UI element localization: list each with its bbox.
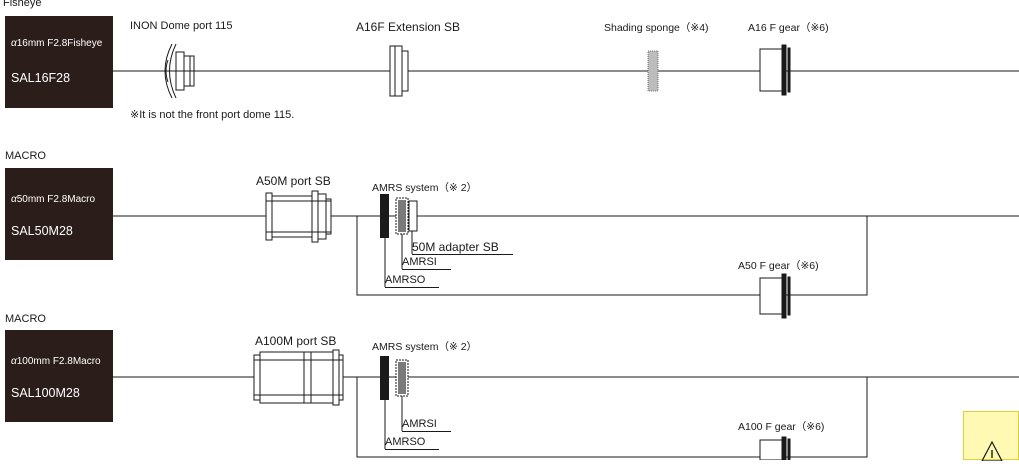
warning-badge[interactable] — [963, 411, 1019, 462]
label-amrs-system-50: AMRS system（※ 2） — [372, 182, 478, 194]
lens-name-prefix: α — [11, 38, 17, 49]
a100m-port-drawing — [253, 349, 344, 406]
lens-box-macro-50: α50mm F2.8Macro SAL50M28 — [5, 168, 113, 260]
label-amrsi-50: AMRSI — [402, 256, 451, 270]
lens-model-fisheye: SAL16F28 — [11, 71, 71, 85]
lens-name-text: 16mm F2.8Fisheye — [16, 38, 103, 49]
lens-name-prefix: α — [11, 194, 17, 205]
label-amrsi-100: AMRSI — [402, 418, 451, 432]
warning-triangle-icon — [981, 440, 1003, 462]
label-amrs-system-100: AMRS system（※ 2） — [372, 341, 478, 353]
amrs-bracket-100 — [356, 377, 868, 458]
lens-model-macro-50: SAL50M28 — [11, 224, 73, 238]
lens-name-macro-100: α100mm F2.8Macro — [11, 356, 101, 367]
lens-box-fisheye: α16mm F2.8Fisheye SAL16F28 — [5, 16, 113, 108]
dome-port-drawing — [164, 43, 195, 99]
section-title-macro-50: MACRO — [5, 150, 46, 162]
label-extension: A16F Extension SB — [356, 20, 461, 34]
extension-drawing — [389, 45, 409, 97]
label-50m-adapter: 50M adapter SB — [412, 241, 513, 255]
label-shading-sponge: Shading sponge（※4) — [604, 22, 709, 34]
a16-gear-drawing — [759, 44, 791, 96]
lens-name-text: 50mm F2.8Macro — [16, 194, 96, 205]
lens-model-macro-100: SAL100M28 — [11, 386, 80, 400]
label-amrso-50: AMRSO — [385, 274, 440, 288]
amrs-parts-drawing-50 — [380, 194, 418, 238]
amrs-bracket-50 — [356, 216, 868, 296]
lens-name-fisheye: α16mm F2.8Fisheye — [11, 38, 102, 49]
label-a100m-port: A100M port SB — [255, 334, 337, 348]
amrs-parts-drawing-100 — [380, 356, 409, 400]
label-a16-gear: A16 F gear（※6) — [748, 22, 829, 34]
note-fisheye: ※It is not the front port dome 115. — [130, 109, 295, 121]
label-a50-gear: A50 F gear（※6) — [738, 260, 819, 272]
label-amrso-100: AMRSO — [385, 436, 440, 450]
label-a50m-port: A50M port SB — [256, 174, 331, 188]
label-dome-port: INON Dome port 115 — [130, 20, 233, 32]
a50-gear-drawing — [759, 273, 791, 319]
shading-sponge-drawing — [647, 50, 659, 92]
a50m-port-drawing — [265, 190, 332, 243]
label-a100-gear: A100 F gear（※6) — [738, 421, 825, 433]
lens-name-text: 100mm F2.8Macro — [16, 356, 101, 367]
a100-gear-drawing — [759, 436, 791, 460]
section-title-macro-100: MACRO — [5, 313, 46, 325]
lens-name-prefix: α — [11, 356, 17, 367]
lens-name-macro-50: α50mm F2.8Macro — [11, 194, 95, 205]
lens-box-macro-100: α100mm F2.8Macro SAL100M28 — [5, 330, 113, 422]
section-title-fisheye: Fisheye — [3, 0, 42, 9]
